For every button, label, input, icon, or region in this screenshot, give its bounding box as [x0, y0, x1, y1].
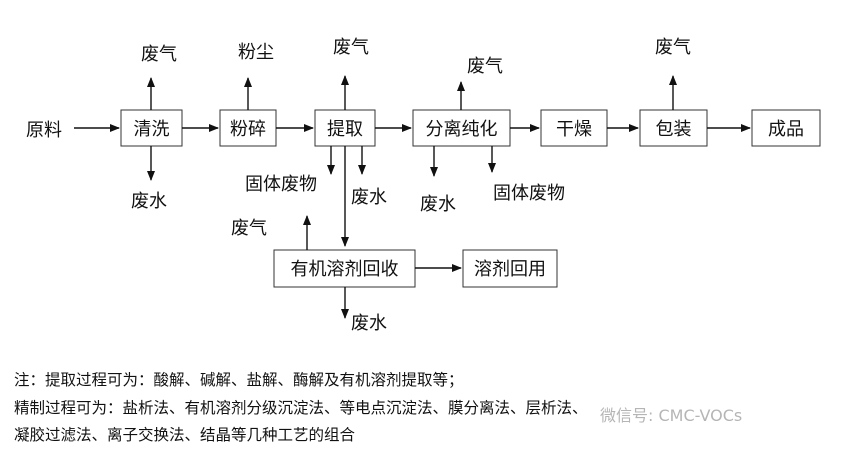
step-dry-label: 干燥 [556, 119, 592, 140]
step-separate-purify: 分离纯化 [412, 109, 511, 147]
note-line-1: 注：提取过程可为：酸解、碱解、盐解、酶解及有机溶剂提取等； [14, 371, 464, 389]
extract-waste-water-label: 废水 [351, 187, 387, 208]
recovery-waste-water-label: 废水 [351, 313, 387, 334]
separate-solid-waste-label: 固体废物 [493, 183, 565, 204]
extract-waste-gas-label: 废气 [333, 37, 369, 58]
separate-waste-water-label: 废水 [420, 194, 456, 215]
step-dry: 干燥 [540, 109, 608, 147]
recovery-waste-gas-label: 废气 [231, 218, 267, 239]
step-clean: 清洗 [120, 109, 183, 147]
solvent-reuse-label: 溶剂回用 [474, 259, 546, 280]
step-crush-label: 粉碎 [230, 119, 266, 140]
extract-solid-waste-label: 固体废物 [245, 174, 317, 195]
solvent-recovery-label: 有机溶剂回收 [291, 259, 399, 280]
note-line-3: 凝胶过滤法、离子交换法、结晶等几种工艺的组合 [14, 426, 356, 444]
watermark: 微信号: CMC-VOCs [600, 406, 743, 425]
crush-dust-label: 粉尘 [238, 42, 274, 63]
step-product: 成品 [751, 109, 821, 147]
separate-waste-gas-label: 废气 [467, 56, 503, 77]
clean-waste-gas-label: 废气 [141, 44, 177, 65]
step-separate-purify-label: 分离纯化 [426, 119, 498, 140]
package-waste-gas-label: 废气 [655, 37, 691, 58]
raw-material-label: 原料 [26, 120, 62, 141]
clean-waste-water-label: 废水 [131, 191, 167, 212]
step-crush: 粉碎 [219, 109, 277, 147]
step-package: 包装 [639, 109, 708, 147]
step-package-label: 包装 [656, 119, 692, 140]
solvent-recovery-unit: 有机溶剂回收 [273, 249, 416, 288]
solvent-reuse-unit: 溶剂回用 [462, 249, 558, 288]
step-extract: 提取 [314, 109, 376, 147]
step-extract-label: 提取 [327, 119, 363, 140]
note-line-2: 精制过程可为：盐析法、有机溶剂分级沉淀法、等电点沉淀法、膜分离法、层析法、 [14, 399, 588, 417]
step-clean-label: 清洗 [134, 119, 170, 140]
step-product-label: 成品 [768, 119, 804, 140]
